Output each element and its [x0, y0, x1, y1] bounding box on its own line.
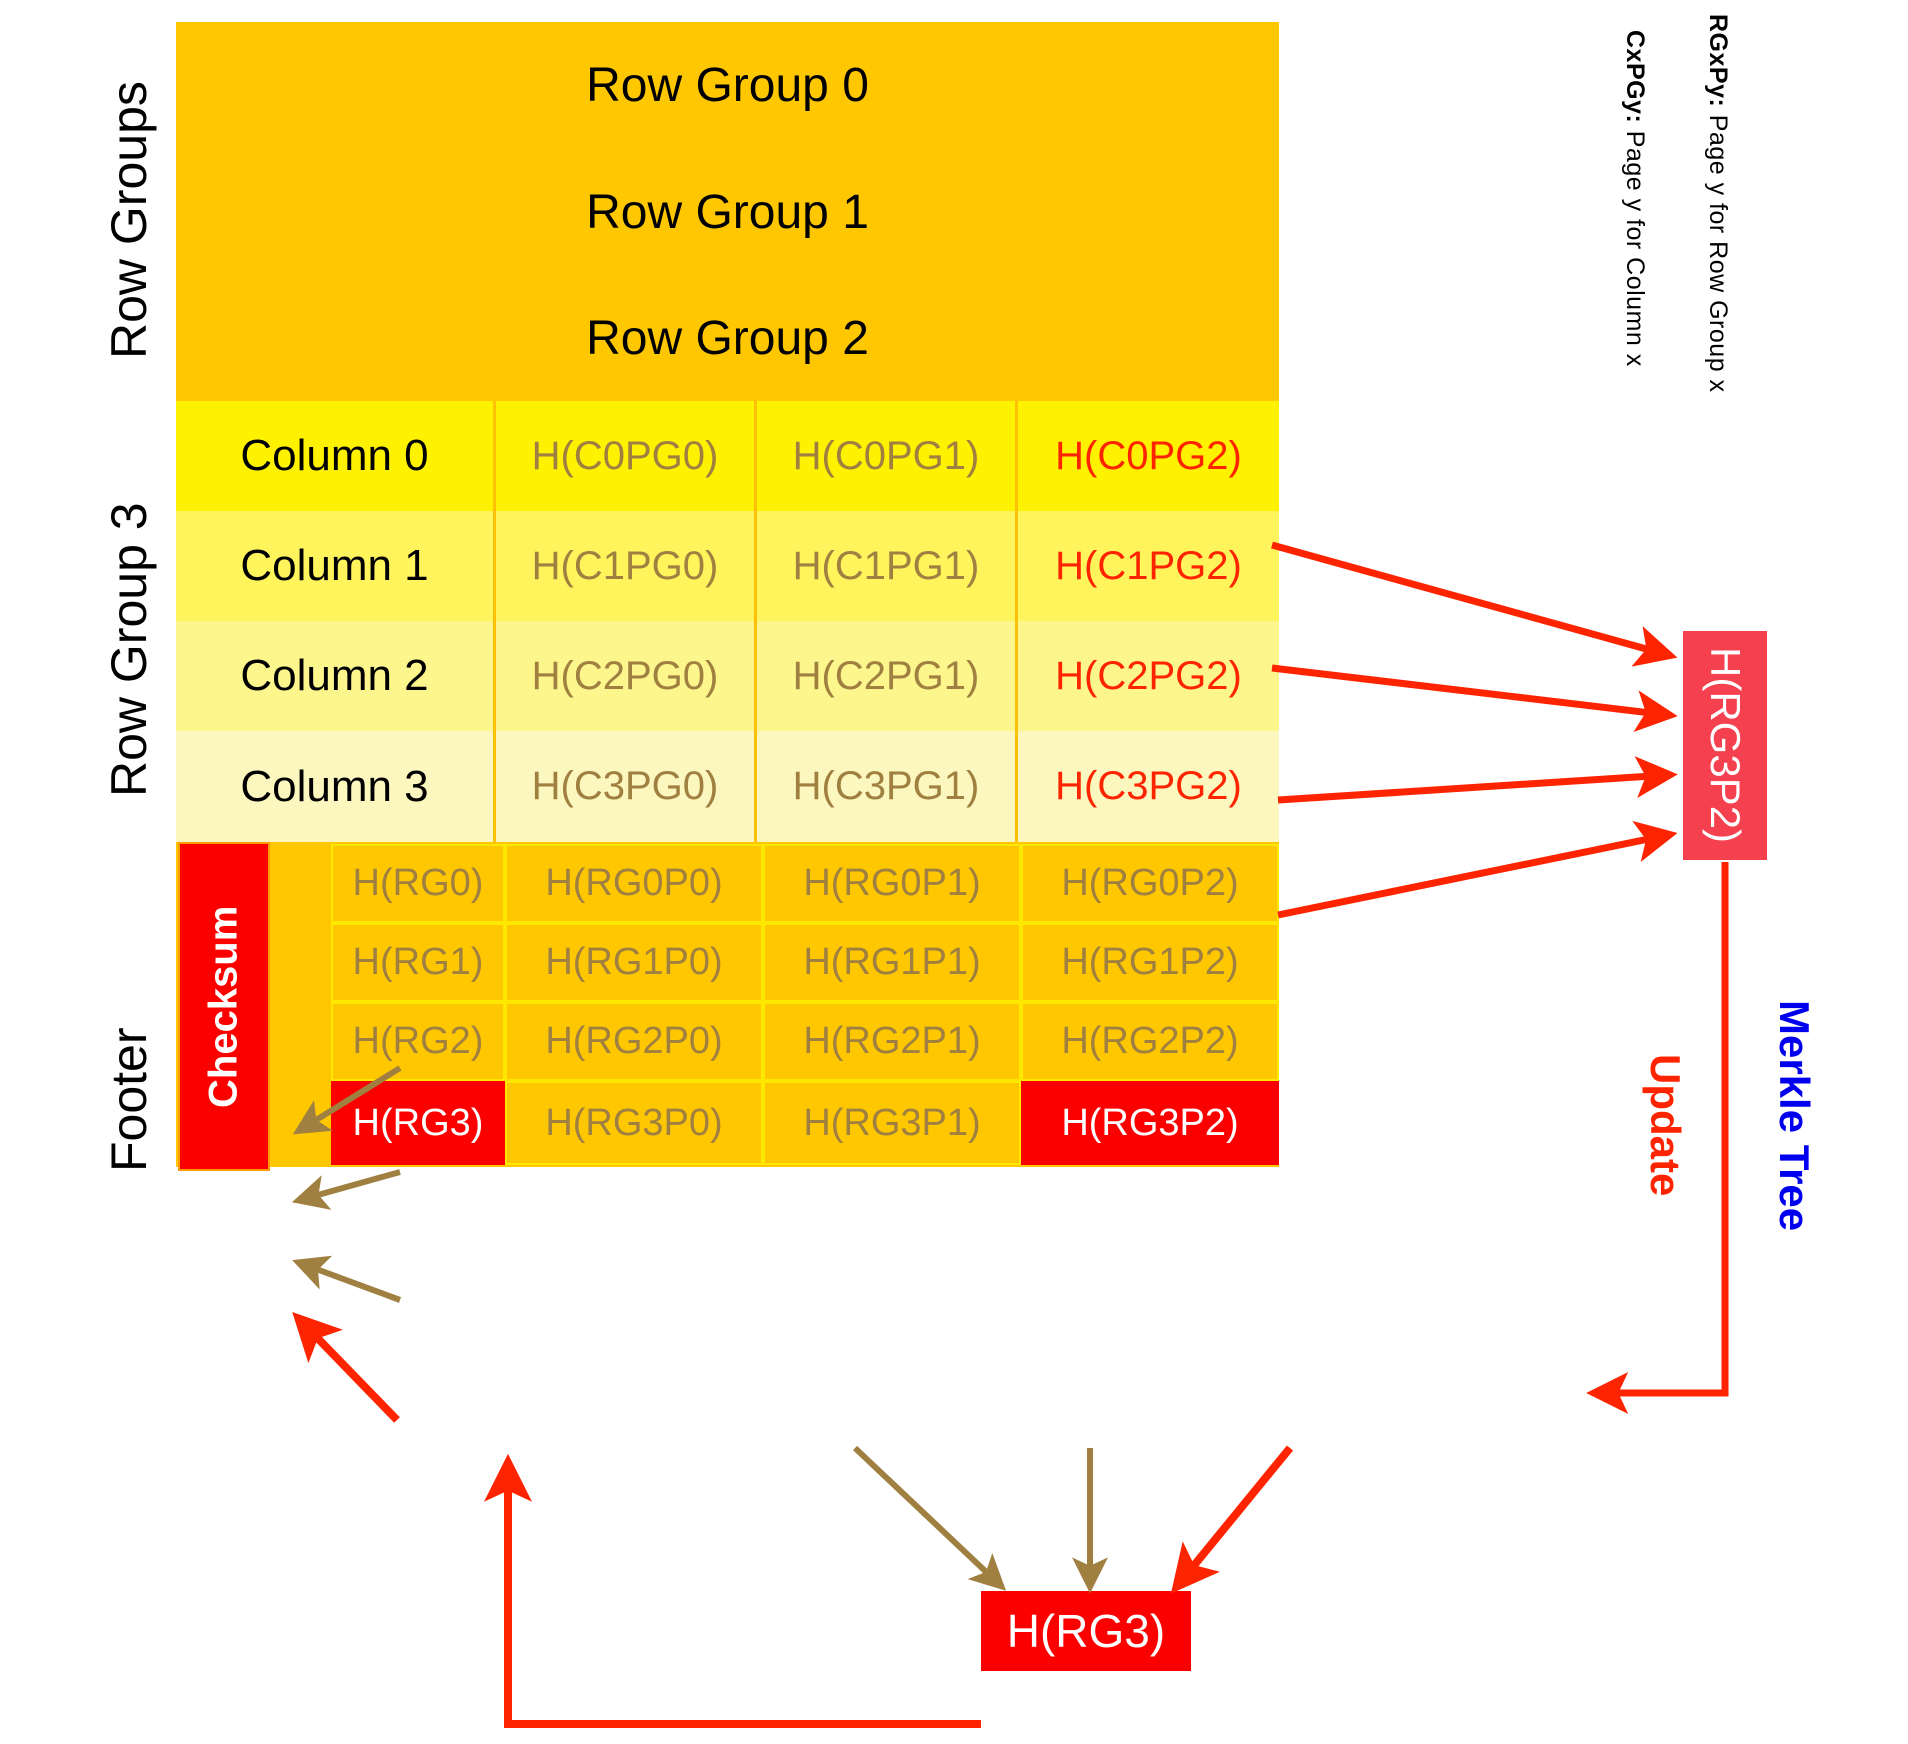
side-label-row-groups: Row Groups	[101, 81, 157, 359]
page-hash-cell-highlighted: H(C2PG2)	[1055, 653, 1242, 698]
row-group-band-0-label: Row Group 0	[586, 59, 869, 112]
page-hash-cell-highlighted: H(C3PG2)	[1055, 764, 1242, 808]
column-name-cell: Column 2	[176, 621, 496, 731]
table-row: H(RG2) H(RG2P0) H(RG2P1) H(RG2P2)	[331, 1002, 1279, 1081]
legend-rgxpy-key: RGxPy:	[1704, 14, 1732, 108]
page-hash-cell: H(C3PG1)	[757, 731, 1018, 842]
row-group-page-hash-cell: H(RG2P0)	[505, 1002, 763, 1081]
update-annotation: Update	[1642, 1054, 1689, 1197]
merkle-node-rg3-box: H(RG3)	[981, 1591, 1191, 1671]
table-row: H(RG0) H(RG0P0) H(RG0P1) H(RG0P2)	[331, 844, 1279, 923]
row-group-page-hash-cell: H(RG3P1)	[763, 1081, 1021, 1165]
legend-rgxpy-text: Page y for Row Group x	[1704, 107, 1732, 393]
page-hash-cell: H(C1PG0)	[496, 511, 757, 621]
row-group-3-column-table: Column 0 H(C0PG0) H(C0PG1) H(C0PG2) Colu…	[176, 401, 1279, 846]
legend-cxpgy: CxPGy: Page y for Column x	[1620, 30, 1649, 470]
table-row: Column 1 H(C1PG0) H(C1PG1) H(C1PG2)	[176, 511, 1279, 624]
row-group-band-2-label: Row Group 2	[586, 312, 869, 365]
page-hash-cell: H(C1PG1)	[757, 511, 1018, 621]
row-group-page-hash-cell-highlighted: H(RG3P2)	[1021, 1081, 1279, 1165]
column-name-cell: Column 1	[176, 511, 496, 621]
row-group-hash-cell: H(RG1)	[331, 923, 505, 1002]
column-name-cell: Column 0	[176, 401, 496, 511]
page-hash-cell-highlighted: H(C0PG2)	[1055, 433, 1242, 478]
row-group-band-1: Row Group 1	[176, 149, 1279, 279]
legend-cxpgy-key: CxPGy:	[1621, 30, 1649, 124]
merkle-page-arrows	[1271, 541, 1678, 919]
page-hash-cell: H(C0PG1)	[757, 401, 1018, 511]
row-group-page-hash-cell: H(RG2P1)	[763, 1002, 1021, 1081]
row-group-hash-cell: H(RG2)	[331, 1002, 505, 1081]
row-group-page-hash-cell: H(RG0P2)	[1021, 844, 1279, 923]
page-hash-cell: H(C0PG0)	[496, 401, 757, 511]
row-group-page-hash-cell: H(RG2P2)	[1021, 1002, 1279, 1081]
checksum-arrow-highlighted	[292, 1311, 400, 1423]
row-group-band-1-label: Row Group 1	[586, 186, 869, 239]
row-group-hash-cell-highlighted: H(RG3)	[331, 1081, 505, 1165]
legend-rgxpy: RGxPy: Page y for Row Group x	[1703, 14, 1732, 484]
merkle-tree-annotation: Merkle Tree	[1771, 1000, 1818, 1232]
page-hash-cell: H(C2PG1)	[757, 621, 1018, 731]
page-hash-cell: H(C3PG0)	[496, 731, 757, 842]
row-group-band-0: Row Group 0	[176, 22, 1279, 152]
merkle-node-rg3p2-box: H(RG3P2)	[1683, 631, 1767, 860]
column-name-cell: Column 3	[176, 731, 496, 842]
row-group-page-hash-cell: H(RG1P0)	[505, 923, 763, 1002]
table-row: Column 2 H(C2PG0) H(C2PG1) H(C2PG2)	[176, 621, 1279, 734]
table-row: H(RG3) H(RG3P0) H(RG3P1) H(RG3P2)	[331, 1081, 1279, 1165]
table-row: Column 0 H(C0PG0) H(C0PG1) H(C0PG2)	[176, 401, 1279, 514]
row-group-page-hash-cell: H(RG3P0)	[505, 1081, 763, 1165]
row-group-page-hash-cell: H(RG1P2)	[1021, 923, 1279, 1002]
rg3-feedback-path	[484, 1453, 981, 1728]
rg3-aggregate-arrow-highlighted	[1170, 1445, 1294, 1594]
row-group-page-hash-cell: H(RG1P1)	[763, 923, 1021, 1002]
page-hash-cell: H(C2PG0)	[496, 621, 757, 731]
legend-cxpgy-text: Page y for Column x	[1621, 123, 1649, 367]
page-hash-cell-highlighted: H(C1PG2)	[1055, 543, 1242, 588]
parquet-file-block: Row Group 0 Row Group 1 Row Group 2 Colu…	[176, 22, 1279, 1171]
row-group-band-2: Row Group 2	[176, 276, 1279, 404]
row-group-page-hash-cell: H(RG0P1)	[763, 844, 1021, 923]
side-label-row-group-3: Row Group 3	[101, 502, 157, 798]
table-row: H(RG1) H(RG1P0) H(RG1P1) H(RG1P2)	[331, 923, 1279, 1002]
checksum-block: Checksum	[178, 842, 270, 1171]
rg3-aggregate-arrows	[852, 1445, 1108, 1594]
table-row: Column 3 H(C3PG0) H(C3PG1) H(C3PG2)	[176, 731, 1279, 846]
footer-block: Checksum H(RG0) H(RG0P0) H(RG0P1) H(RG0P…	[176, 842, 1279, 1171]
side-label-footer: Footer	[101, 1027, 157, 1173]
row-group-page-hash-cell: H(RG0P0)	[505, 844, 763, 923]
row-group-hash-cell: H(RG0)	[331, 844, 505, 923]
